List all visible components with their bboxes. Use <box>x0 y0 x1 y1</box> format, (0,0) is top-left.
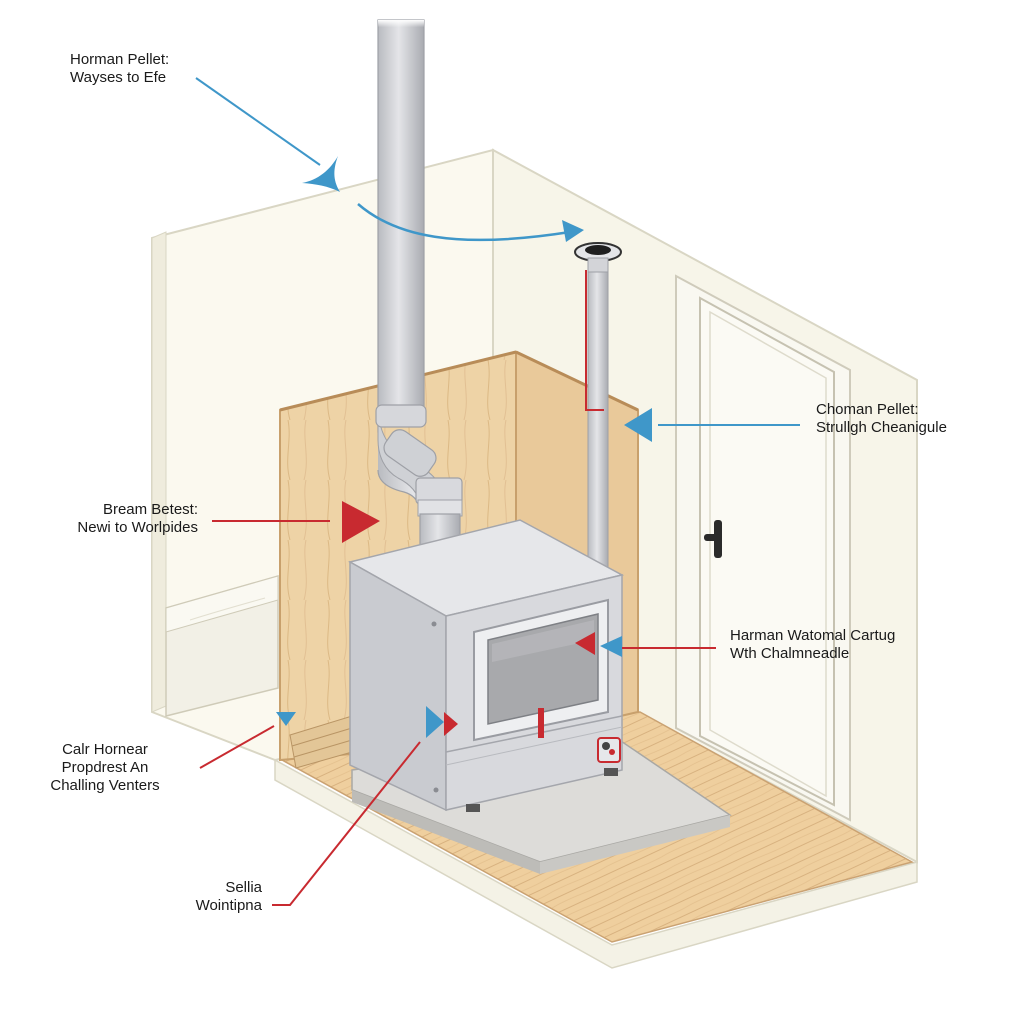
door <box>675 274 851 822</box>
callout-left-lower: Calr Hornear Propdrest An Challing Vente… <box>30 741 180 795</box>
stove-control-knob <box>597 737 621 763</box>
leader-top-left <box>195 77 321 166</box>
blue-arrow-icon <box>302 156 340 192</box>
callout-subtitle: Strullgh Cheanigule <box>816 419 947 436</box>
red-arrow-icon <box>342 501 380 543</box>
callout-title: Calr Hornear <box>62 741 148 758</box>
blue-arrow-icon <box>600 636 622 657</box>
door-handle-icon <box>704 520 722 558</box>
leader-left-lower <box>199 725 275 769</box>
blue-arrow-icon <box>562 220 584 242</box>
blue-arrow-icon <box>426 706 444 738</box>
callout-title: Harman Watomal Cartug <box>730 627 896 644</box>
callout-subtitle: Wayses to Efe <box>70 69 167 86</box>
left-wall-edge <box>151 231 167 713</box>
airflow-arrow <box>357 203 571 242</box>
callout-title: Horman Pellet: <box>70 51 170 68</box>
callout-left-middle: Bream Betest: Newi to Worlpides <box>40 501 198 537</box>
vent-cap-icon <box>574 242 622 273</box>
callout-subtitle: Newi to Worlpides <box>77 519 198 536</box>
blue-arrow-icon <box>276 712 296 726</box>
callout-subtitle: Wointipna <box>195 897 262 914</box>
callout-right-upper: Choman Pellet: Strullgh Cheanigule <box>816 401 947 437</box>
leader-bottom <box>272 741 421 906</box>
callout-title: Bream Betest: <box>102 501 198 518</box>
red-arrow-icon <box>575 632 595 655</box>
floor-edge <box>274 758 918 969</box>
callout-title: Choman Pellet: <box>816 401 919 418</box>
callout-right-middle: Harman Watomal Cartug Wth Chalmneadle <box>730 627 895 663</box>
callout-title: Sellia <box>225 879 262 896</box>
callout-lines <box>195 77 800 906</box>
main-flue-pipe <box>375 19 463 561</box>
blue-arrow-icon <box>624 408 652 442</box>
red-arrow-icon <box>444 712 458 736</box>
pellet-stove <box>347 519 625 812</box>
callout-subtitle: Propdrest An <box>61 759 149 776</box>
callout-subtitle-2: Challing Venters <box>50 777 160 794</box>
callout-top-left: Horman Pellet: Wayses to Efe <box>70 51 169 87</box>
callout-bottom: Sellia Wointipna <box>150 879 262 915</box>
bench <box>165 575 279 717</box>
callout-subtitle: Wth Chalmneadle <box>730 645 850 662</box>
outside-air-vent-pipe <box>574 242 622 569</box>
